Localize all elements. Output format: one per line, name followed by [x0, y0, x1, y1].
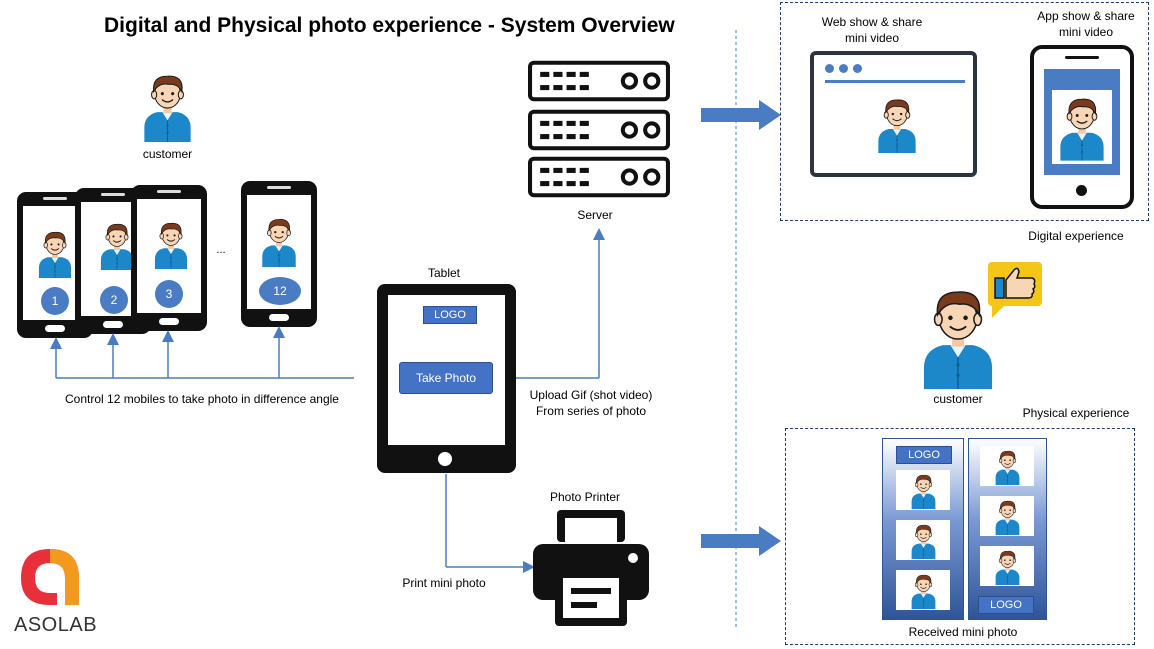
customer-avatar — [918, 283, 998, 389]
server-icon — [528, 60, 670, 200]
phone-12: 12 — [239, 179, 319, 329]
web-label-line1: Web show & share — [821, 15, 923, 29]
upload-caption-line2: From series of photo — [535, 404, 647, 418]
person-icon — [994, 498, 1021, 535]
person-icon — [875, 95, 919, 153]
app-label-line1: App show & share — [1037, 9, 1135, 23]
server-unit-icon — [528, 109, 670, 151]
person-icon — [910, 522, 937, 559]
physical-experience-box — [785, 428, 1135, 645]
person-icon — [1058, 92, 1106, 162]
phone-1: 1 — [13, 190, 97, 340]
person-icon — [910, 572, 937, 609]
brand-name: ASOLAB — [14, 614, 98, 636]
server-unit-icon — [528, 60, 670, 102]
printer-icon — [533, 510, 649, 626]
phone-number-badge: 3 — [155, 280, 183, 308]
page-title: Digital and Physical photo experience - … — [104, 14, 675, 37]
tablet-label: Tablet — [427, 266, 461, 280]
take-photo-button[interactable]: Take Photo — [399, 362, 493, 394]
upload-caption-line1: Upload Gif (shot video) — [529, 388, 653, 402]
person-icon — [910, 472, 937, 509]
phone-number-badge: 1 — [41, 287, 69, 315]
printer-label: Photo Printer — [549, 490, 621, 504]
tablet-screen: LOGO Take Photo — [388, 295, 505, 445]
person-icon — [994, 548, 1021, 585]
phone-number-badge: 2 — [100, 286, 128, 314]
strip-logo: LOGO — [896, 446, 952, 464]
web-browser-icon — [810, 51, 977, 177]
strip-logo: LOGO — [978, 596, 1034, 614]
mobile-app-icon — [1030, 45, 1134, 209]
arrow-to-digital-icon — [701, 100, 781, 130]
photo-strip: LOGO — [968, 438, 1047, 620]
web-label-line2: mini video — [844, 31, 900, 45]
server-unit-icon — [528, 156, 670, 198]
arrow-to-physical-icon — [701, 526, 781, 556]
phone-number-badge: 12 — [259, 277, 301, 305]
asolab-logo-icon — [21, 549, 79, 605]
phone-3: 3 — [129, 183, 209, 333]
thumbs-up-icon — [988, 262, 1042, 318]
digital-experience-label: Digital experience — [1028, 229, 1124, 243]
received-label: Received mini photo — [908, 625, 1018, 639]
physical-experience-label: Physical experience — [1022, 406, 1130, 420]
print-caption: Print mini photo — [402, 576, 486, 590]
tablet-logo: LOGO — [423, 306, 477, 324]
tablet: LOGO Take Photo — [377, 284, 516, 473]
tablet-home-button — [438, 452, 452, 466]
control-caption: Control 12 mobiles to take photo in diff… — [65, 392, 339, 406]
app-label-line2: mini video — [1058, 25, 1114, 39]
person-icon — [994, 448, 1021, 485]
customer-right-label: customer — [933, 392, 983, 406]
phones-ellipsis: ... — [216, 244, 226, 256]
photo-strip: LOGO — [882, 438, 964, 620]
server-label: Server — [577, 208, 613, 222]
customer-top-label: customer — [142, 147, 193, 161]
digital-experience-box — [780, 2, 1149, 221]
phone-2: 2 — [73, 186, 153, 336]
